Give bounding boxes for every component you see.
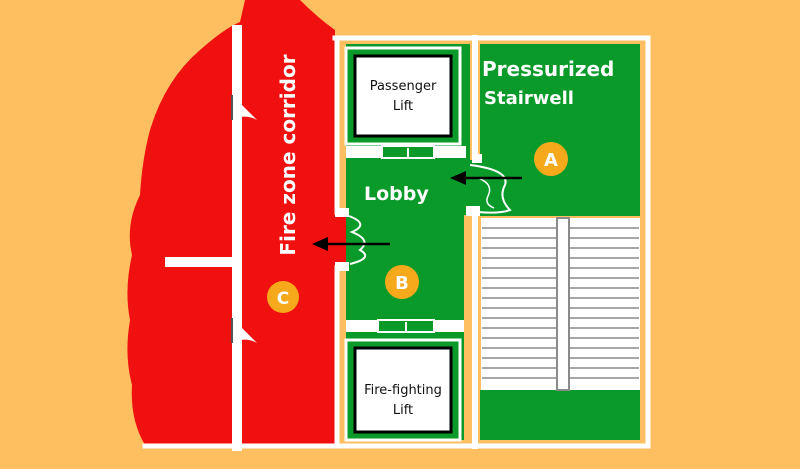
stair-treads <box>482 227 639 379</box>
passenger-lift-label-2: Lift <box>393 99 413 114</box>
fire-zone-shape <box>127 0 335 445</box>
fire-zone <box>127 0 360 445</box>
arrow-b-head <box>312 237 328 251</box>
marker-a-circle <box>534 142 568 176</box>
stairwell-door-jamb-bottom <box>466 206 480 216</box>
firefighting-lift-car <box>353 346 453 434</box>
passenger-lift-label-1: Passenger <box>370 79 437 94</box>
arrow-left-icon <box>450 171 522 185</box>
arrow-left-icon <box>312 237 390 251</box>
airflow-curve-a2 <box>477 177 495 209</box>
lobby-door-jamb-bottom <box>335 262 349 271</box>
stair-newel <box>556 217 570 391</box>
staircase <box>481 217 640 391</box>
stairwell-landing <box>480 390 640 440</box>
airflow-arrows <box>312 171 522 251</box>
marker-c-label: C <box>277 289 289 309</box>
walls <box>142 25 651 451</box>
arrow-a-head <box>450 171 466 185</box>
pressurized-label-1: Pressurized <box>482 57 614 81</box>
marker-a: A <box>534 142 568 176</box>
corridor-door-upper <box>232 95 257 120</box>
stair-flight-left <box>481 218 557 390</box>
corridor-doors <box>231 95 257 343</box>
marker-a-label: A <box>544 150 558 171</box>
firefighting-lift: Fire-fighting Lift <box>344 319 464 442</box>
passenger-lift: Passenger Lift <box>344 46 466 159</box>
marker-b-circle <box>385 265 419 299</box>
airflow-curve-b <box>348 215 367 265</box>
marker-c-circle <box>267 281 299 313</box>
stairwell-door-jamb-top <box>472 154 482 163</box>
stairwell-door <box>466 154 512 216</box>
marker-c: C <box>267 281 299 313</box>
corridor-door-lower <box>232 318 257 343</box>
stair-flight-right <box>569 218 640 390</box>
passenger-lift-car <box>353 54 453 138</box>
marker-b-label: B <box>395 273 409 294</box>
lobby-door-jamb-top <box>335 208 349 217</box>
lobby-label: Lobby <box>364 183 429 205</box>
pressurized-label-2: Stairwell <box>484 88 574 109</box>
firefighting-lift-label-2: Lift <box>393 403 413 418</box>
airflow-curve-a <box>469 164 512 214</box>
marker-b: B <box>385 265 419 299</box>
stairwell-area <box>480 44 640 216</box>
firefighting-lift-label-1: Fire-fighting <box>364 383 442 398</box>
lobby-door <box>335 208 367 271</box>
fire-zone-label: Fire zone corridor <box>276 54 300 255</box>
